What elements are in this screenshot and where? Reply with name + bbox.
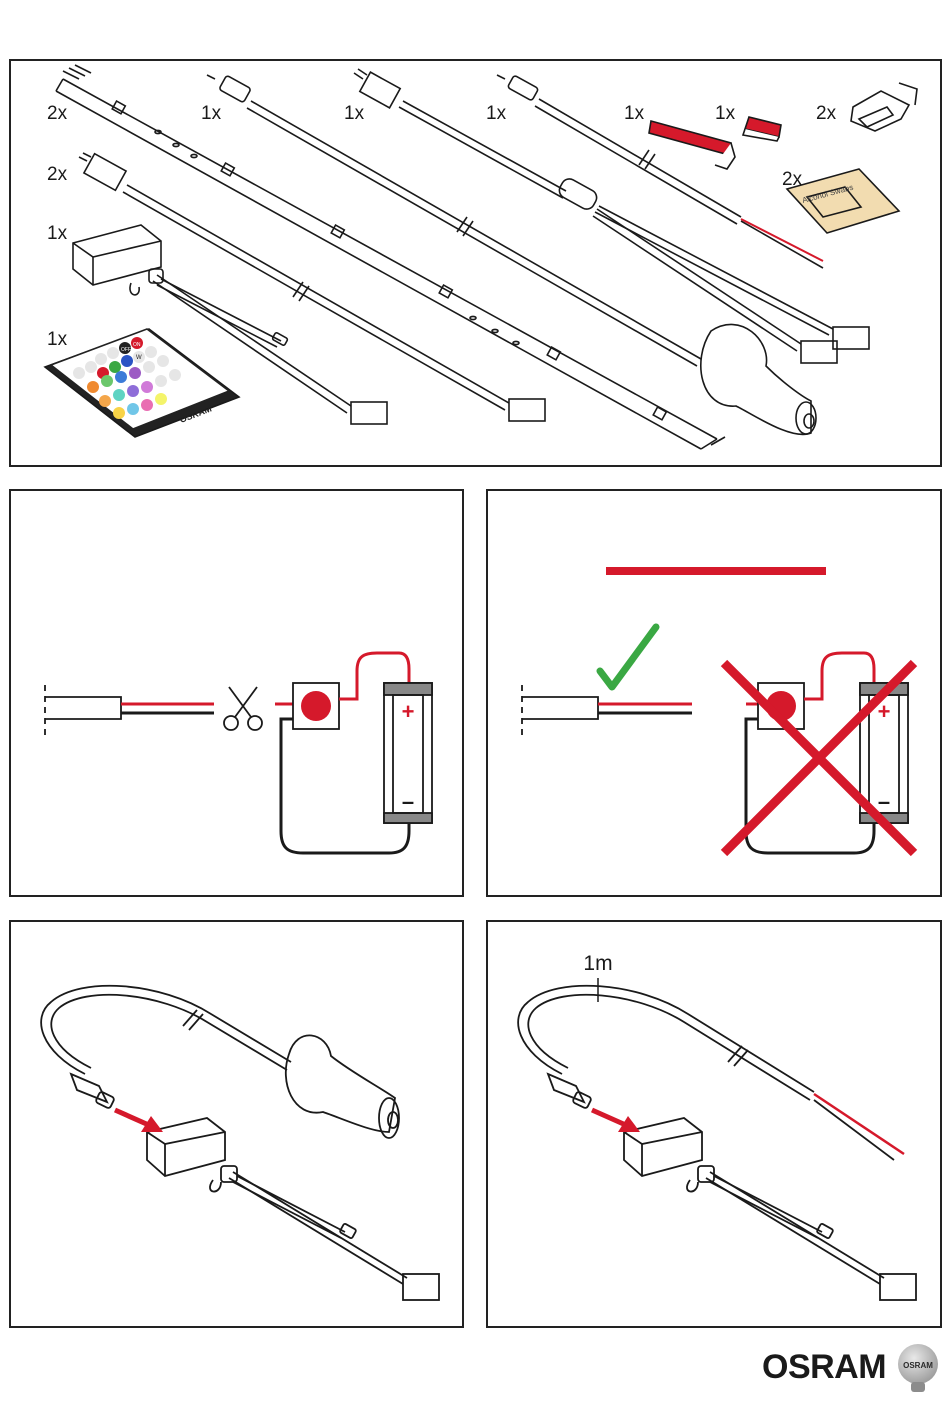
qty-tape-clip: 1x xyxy=(715,103,736,124)
car-plug xyxy=(701,324,816,434)
dc-plug xyxy=(548,1074,592,1109)
cable-jacket xyxy=(45,697,121,719)
car-plug xyxy=(286,1035,399,1138)
qty-car-cable: 1x xyxy=(486,103,507,124)
remote-w-label: W xyxy=(136,355,142,361)
badge-text: OSRAM xyxy=(903,1361,933,1370)
qty-tape-strip: 1x xyxy=(624,103,645,124)
adapter-cable xyxy=(354,69,869,363)
osram-logo: OSRAM OSRAM xyxy=(762,1342,944,1394)
bulb-badge-icon: OSRAM xyxy=(894,1342,944,1394)
qty-dc-cable: 1x xyxy=(201,103,222,124)
qty-adapter-cable: 1x xyxy=(344,103,365,124)
tape-clip xyxy=(743,117,781,141)
black-wire xyxy=(814,1100,894,1160)
qty-led-strip: 2x xyxy=(47,103,68,124)
minus-sign: – xyxy=(402,789,414,814)
minus-sign: – xyxy=(878,789,890,814)
red-bar xyxy=(606,567,826,575)
checkmark-icon xyxy=(600,627,656,687)
controller-box xyxy=(624,1118,916,1300)
qty-swabs: 2x xyxy=(782,169,803,190)
cable-length-label: 1m xyxy=(583,952,612,975)
red-wire xyxy=(741,219,823,261)
dc-plug xyxy=(71,1074,115,1109)
remote-off-label: OFF xyxy=(121,347,131,353)
wired-connect-illustration: 1m xyxy=(488,922,944,1330)
insert-arrow-icon xyxy=(115,1110,163,1132)
plus-sign: + xyxy=(402,699,415,724)
polarity-illustration: + – xyxy=(488,491,944,899)
contents-panel: 2x 1x 1x 1x 1x 1x 2x 2x 1x 2x 1x Alcohol… xyxy=(9,59,942,467)
connector-clip xyxy=(851,83,917,131)
qty-remote: 1x xyxy=(47,329,68,350)
qty-controller: 1x xyxy=(47,223,68,244)
cross-icon xyxy=(724,663,914,853)
cable-loop xyxy=(518,986,814,1100)
remote-on-label: ON xyxy=(133,342,141,348)
qty-extension-cable: 2x xyxy=(47,164,68,185)
brand-wordmark: OSRAM xyxy=(762,1348,886,1387)
led-dot xyxy=(301,691,331,721)
cut-test-illustration: + – xyxy=(11,491,466,899)
contents-illustration: 2x 1x 1x 1x 1x 1x 2x 2x 1x 2x 1x Alcohol… xyxy=(11,61,944,469)
car-connect-panel xyxy=(9,920,464,1328)
controller-box xyxy=(147,1118,439,1300)
red-wire xyxy=(814,1094,904,1154)
wired-connect-panel: 1m xyxy=(486,920,942,1328)
adhesive-tape xyxy=(649,121,735,169)
cut-test-panel: + – xyxy=(9,489,464,897)
polarity-panel: + – xyxy=(486,489,942,897)
negative-wire xyxy=(281,719,409,853)
qty-connector-clip: 2x xyxy=(816,103,837,124)
cable-loop xyxy=(41,986,291,1074)
scissors-icon xyxy=(224,687,262,730)
bare-wire-cable xyxy=(497,75,823,268)
insert-arrow-icon xyxy=(592,1110,640,1132)
car-connect-illustration xyxy=(11,922,466,1330)
cable-jacket xyxy=(522,697,598,719)
